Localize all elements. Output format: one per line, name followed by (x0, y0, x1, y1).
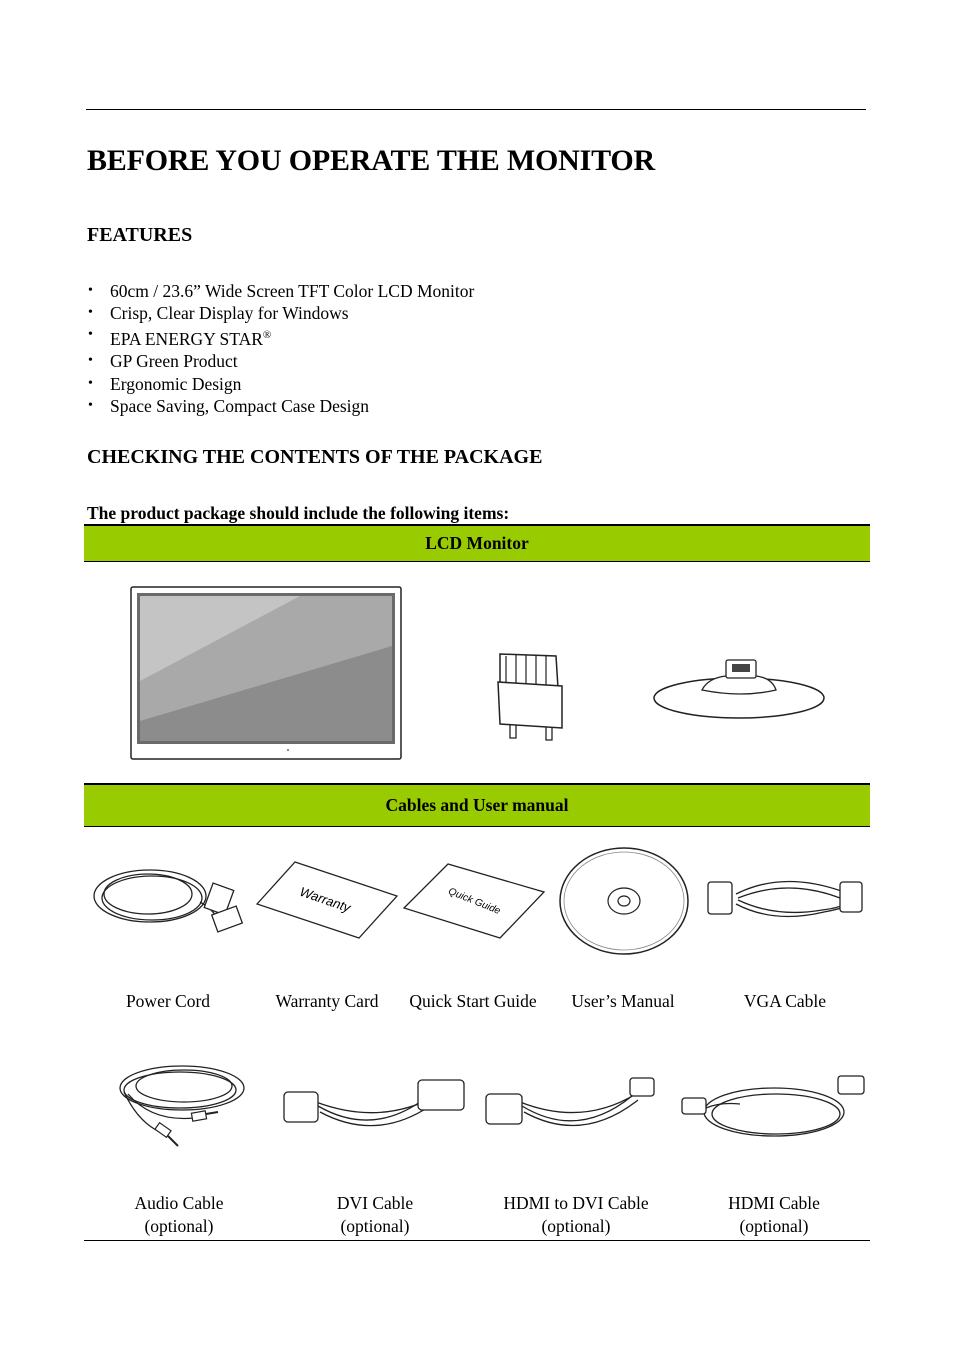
list-item: •60cm / 23.6” Wide Screen TFT Color LCD … (88, 281, 475, 301)
bottom-rule (84, 1240, 870, 1241)
users-manual-label: User’s Manual (571, 991, 675, 1011)
cd-icon (559, 847, 689, 955)
top-rule (86, 109, 866, 110)
hdmi-cable-icon (681, 1075, 865, 1137)
stand-neck-icon (497, 653, 563, 741)
quick-start-guide-label: Quick Start Guide (409, 991, 537, 1011)
bullet-icon: • (88, 327, 93, 343)
band-lcd-monitor: LCD Monitor (84, 524, 870, 562)
list-item: •Ergonomic Design (88, 373, 242, 394)
list-item: •EPA ENERGY STAR® (88, 324, 474, 350)
band-cables-manual: Cables and User manual (84, 783, 870, 827)
hdmi-cable-label: HDMI Cable (optional) (728, 1193, 820, 1236)
hdmi-dvi-cable-icon (485, 1077, 655, 1127)
hdmi-dvi-cable-label: HDMI to DVI Cable (optional) (503, 1193, 649, 1236)
page-title: BEFORE YOU OPERATE THE MONITOR (87, 144, 655, 177)
bullet-icon: • (88, 283, 93, 298)
audio-cable-icon (119, 1065, 245, 1147)
dvi-cable-label: DVI Cable (optional) (336, 1193, 414, 1236)
package-heading: CHECKING THE CONTENTS OF THE PACKAGE (87, 446, 543, 468)
bullet-icon: • (88, 397, 93, 413)
bullet-icon: • (88, 353, 93, 369)
power-cord-icon (93, 869, 244, 933)
audio-cable-label: Audio Cable (optional) (134, 1193, 224, 1236)
list-item: •Space Saving, Compact Case Design (88, 395, 370, 416)
features-heading: FEATURES (87, 224, 193, 246)
warranty-card-icon: Warranty (255, 861, 399, 939)
warranty-card-label: Warranty Card (275, 991, 379, 1011)
stand-base-icon (653, 659, 825, 719)
vga-cable-icon (707, 880, 863, 918)
package-intro: The product package should include the f… (87, 503, 510, 523)
list-item: •GP Green Product (88, 351, 238, 372)
bullet-icon: • (88, 305, 93, 321)
list-item: •Crisp, Clear Display for Windows (88, 303, 349, 324)
power-cord-label: Power Cord (125, 991, 211, 1011)
monitor-icon (130, 586, 402, 760)
features-list: •60cm / 23.6” Wide Screen TFT Color LCD … (88, 280, 474, 417)
vga-cable-label: VGA Cable (743, 991, 827, 1011)
registered-mark: ® (262, 329, 272, 342)
dvi-cable-icon (283, 1079, 465, 1127)
bullet-icon: • (88, 375, 93, 391)
quick-guide-icon: Quick Guide (402, 863, 546, 939)
